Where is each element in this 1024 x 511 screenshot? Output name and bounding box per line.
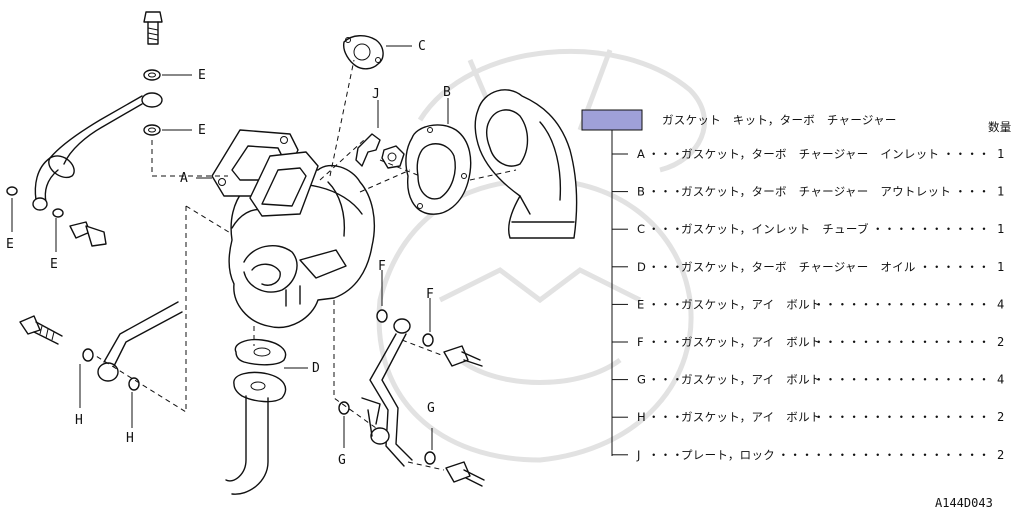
part-row: C・・・ガスケット，インレット チューブ・・・・・・・・・・ 1 (612, 222, 1004, 236)
part-letter: B (637, 185, 645, 199)
part-letter: C (637, 222, 645, 236)
watermark-emblem (376, 48, 707, 463)
part-leader-dots: ・・・ (955, 185, 990, 199)
part-leader-dots: ・・・・・・ (919, 260, 990, 274)
callout-f-2: F (426, 287, 434, 302)
gasket-b (405, 124, 472, 215)
part-row: F ・・・ガスケット，アイ ボルト・・・・・・・・・・・・・・・ 2 (612, 335, 1004, 349)
oil-line-h (19, 301, 183, 391)
callout-e-4: E (50, 257, 58, 272)
part-separator: ・・・ (648, 260, 683, 274)
callout-c: C (418, 39, 426, 54)
outlet-pipe (474, 89, 578, 239)
part-leader-dots: ・・・・・・・・・・ (872, 222, 990, 236)
part-letter: J (636, 448, 641, 462)
callout-h-2: H (126, 431, 134, 446)
part-leader-dots: ・・・・・・・・・・・・・・・・・・ (778, 448, 990, 462)
part-separator: ・・・ (648, 297, 683, 311)
lock-plate-j (355, 133, 405, 169)
part-separator: ・・・ (648, 448, 683, 462)
qty-header: 数量 (988, 120, 1012, 134)
part-qty: 1 (997, 147, 1004, 161)
part-leader-dots: ・・・・・・・・・・・・・・・ (813, 335, 990, 349)
parts-list: ガスケット キット，ターボ チャージャー 数量 A・・・ガスケット，ターボ チャ… (581, 109, 1012, 510)
callout-e-1: E (198, 68, 206, 83)
part-leader-dots: ・・・・・・・・・・・・・・・ (813, 373, 990, 387)
part-name: ガスケット，ターボ チャージャー インレット (681, 147, 939, 161)
part-name: ガスケット，インレット チューブ (681, 222, 869, 236)
part-name: ガスケット，アイ ボルト (681, 335, 822, 349)
part-qty: 2 (997, 410, 1004, 424)
callout-b: B (443, 85, 451, 100)
part-qty: 1 (997, 185, 1004, 199)
part-qty: 2 (997, 448, 1004, 462)
part-qty: 2 (997, 335, 1004, 349)
gasket-c (342, 35, 384, 70)
oil-line-e (6, 11, 163, 247)
part-qty: 1 (997, 222, 1004, 236)
part-name: ガスケット，アイ ボルト (681, 373, 822, 387)
part-row: E・・・ガスケット，アイ ボルト・・・・・・・・・・・・・・・ 4 (612, 297, 1004, 311)
part-letter: F (637, 335, 644, 349)
gasket-a (211, 129, 319, 217)
alignment-lines (95, 59, 517, 471)
figure-code: A144D043 (935, 496, 993, 510)
part-name: プレート，ロック (681, 448, 775, 462)
callout-d: D (312, 361, 320, 376)
part-separator: ・・・ (648, 222, 683, 236)
part-letter: A (637, 147, 645, 161)
callout-f-1: F (378, 259, 386, 274)
callout-e-3: E (6, 237, 14, 252)
part-qty: 4 (997, 297, 1004, 311)
part-row: J ・・・プレート，ロック・・・・・・・・・・・・・・・・・・ 2 (612, 448, 1004, 462)
part-letter: H (637, 410, 646, 424)
callout-g-2: G (427, 401, 435, 416)
part-letter: E (637, 297, 645, 311)
part-leader-dots: ・・・・・・・・・・・・・・・ (813, 297, 990, 311)
kit-title: ガスケット キット，ターボ チャージャー (662, 113, 897, 127)
callout-h-1: H (75, 413, 83, 428)
part-name: ガスケット，アイ ボルト (681, 297, 822, 311)
part-separator: ・・・ (648, 373, 683, 387)
part-separator: ・・・ (648, 410, 683, 424)
part-separator: ・・・ (648, 335, 683, 349)
part-row: A・・・ガスケット，ターボ チャージャー インレット・・・・ 1 (612, 147, 1004, 161)
callout-leaders (11, 45, 449, 450)
callout-j: J (372, 87, 380, 102)
callout-a: A (180, 171, 188, 186)
kit-swatch (581, 109, 643, 131)
part-row: D・・・ガスケット，ターボ チャージャー オイル・・・・・・ 1 (612, 260, 1004, 274)
part-leader-dots: ・・・・・・・・・・・・・・・ (813, 410, 990, 424)
gasket-d (225, 338, 287, 495)
part-row: B・・・ガスケット，ターボ チャージャー アウトレット・・・1 (612, 185, 1004, 199)
callout-g-1: G (338, 453, 346, 468)
part-name: ガスケット，アイ ボルト (681, 410, 822, 424)
part-letter: G (637, 373, 646, 387)
oil-line-fg (338, 309, 485, 487)
callout-e-2: E (198, 123, 206, 138)
part-letter: D (637, 260, 646, 274)
part-qty: 1 (997, 260, 1004, 274)
part-separator: ・・・ (648, 147, 683, 161)
part-rows: A・・・ガスケット，ターボ チャージャー インレット・・・・1B・・・ガスケット… (612, 147, 1004, 462)
part-separator: ・・・ (648, 185, 683, 199)
part-row: H・・・ガスケット，アイ ボルト・・・・・・・・・・・・・・・ 2 (612, 410, 1004, 424)
callout-labels: C J B A E E E E D F F G G H H (6, 39, 451, 468)
part-name: ガスケット，ターボ チャージャー アウトレット (681, 185, 951, 199)
part-leader-dots: ・・・・ (943, 147, 990, 161)
part-row: G・・・ガスケット，アイ ボルト・・・・・・・・・・・・・・・ 4 (612, 373, 1004, 387)
part-qty: 4 (997, 373, 1004, 387)
part-name: ガスケット，ターボ チャージャー オイル (681, 260, 916, 274)
